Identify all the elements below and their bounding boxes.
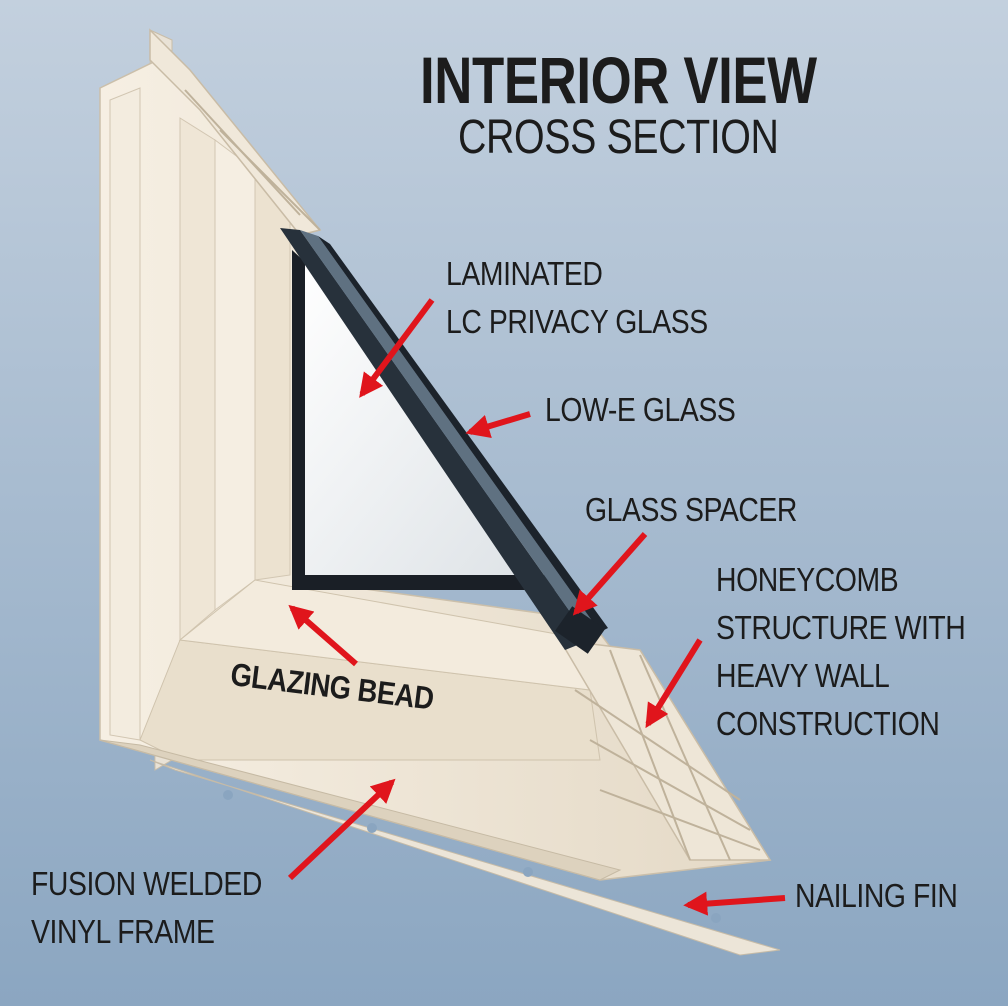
- label-honeycomb-line2: STRUCTURE WITH: [716, 609, 966, 646]
- arrow-glass-spacer: [572, 532, 648, 616]
- arrow-low-e-glass: [465, 411, 531, 438]
- label-laminated-line2: LC PRIVACY GLASS: [446, 303, 708, 340]
- diagram-subtitle: CROSS SECTION: [458, 111, 779, 164]
- label-laminated-glass: LAMINATED LC PRIVACY GLASS: [446, 250, 708, 346]
- label-honeycomb: HONEYCOMB STRUCTURE WITH HEAVY WALL CONS…: [716, 556, 966, 748]
- label-fusion-line2: VINYL FRAME: [31, 913, 215, 950]
- label-honeycomb-line4: CONSTRUCTION: [716, 705, 940, 742]
- arrow-vinyl-frame: [287, 778, 396, 881]
- arrow-nailing-fin: [683, 891, 786, 916]
- label-low-e-glass: LOW-E GLASS: [545, 391, 736, 428]
- label-vinyl-frame: FUSION WELDED VINYL FRAME: [31, 860, 262, 956]
- glass-unit: [280, 228, 608, 654]
- label-glass-spacer: GLASS SPACER: [585, 491, 797, 528]
- diagram-title: INTERIOR VIEW: [420, 43, 817, 117]
- callout-arrows: [287, 298, 786, 916]
- label-honeycomb-line1: HONEYCOMB: [716, 561, 899, 598]
- label-laminated-line1: LAMINATED: [446, 255, 603, 292]
- label-honeycomb-line3: HEAVY WALL: [716, 657, 890, 694]
- arrow-glazing-bead: [288, 604, 358, 667]
- label-nailing-fin: NAILING FIN: [795, 877, 958, 914]
- label-fusion-line1: FUSION WELDED: [31, 865, 262, 902]
- arrow-honeycomb: [645, 638, 703, 729]
- arrow-laminated-glass: [359, 298, 435, 398]
- honeycomb-profile: [149, 28, 772, 861]
